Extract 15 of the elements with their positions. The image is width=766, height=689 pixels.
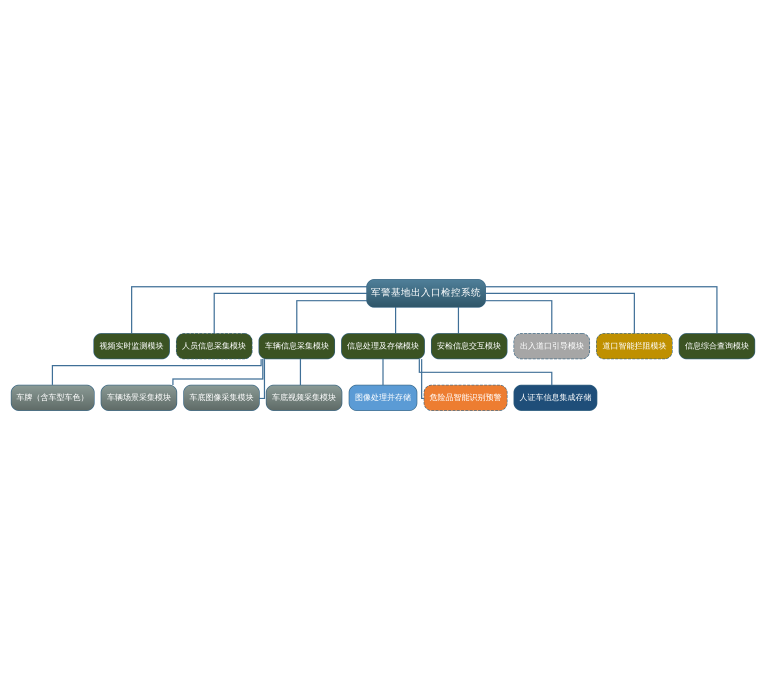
connector xyxy=(382,358,384,385)
connector xyxy=(486,292,635,333)
connector xyxy=(458,307,460,333)
connector xyxy=(131,286,367,333)
connector xyxy=(52,358,262,384)
connector xyxy=(421,358,424,399)
connector xyxy=(486,300,552,333)
connector xyxy=(395,307,396,333)
connector xyxy=(296,300,367,333)
connector xyxy=(172,358,264,384)
connector xyxy=(300,358,302,385)
connector xyxy=(486,286,718,333)
connector xyxy=(214,292,367,333)
node-box: 军警基地出入口检控系统 xyxy=(366,278,486,308)
connector xyxy=(260,358,266,399)
